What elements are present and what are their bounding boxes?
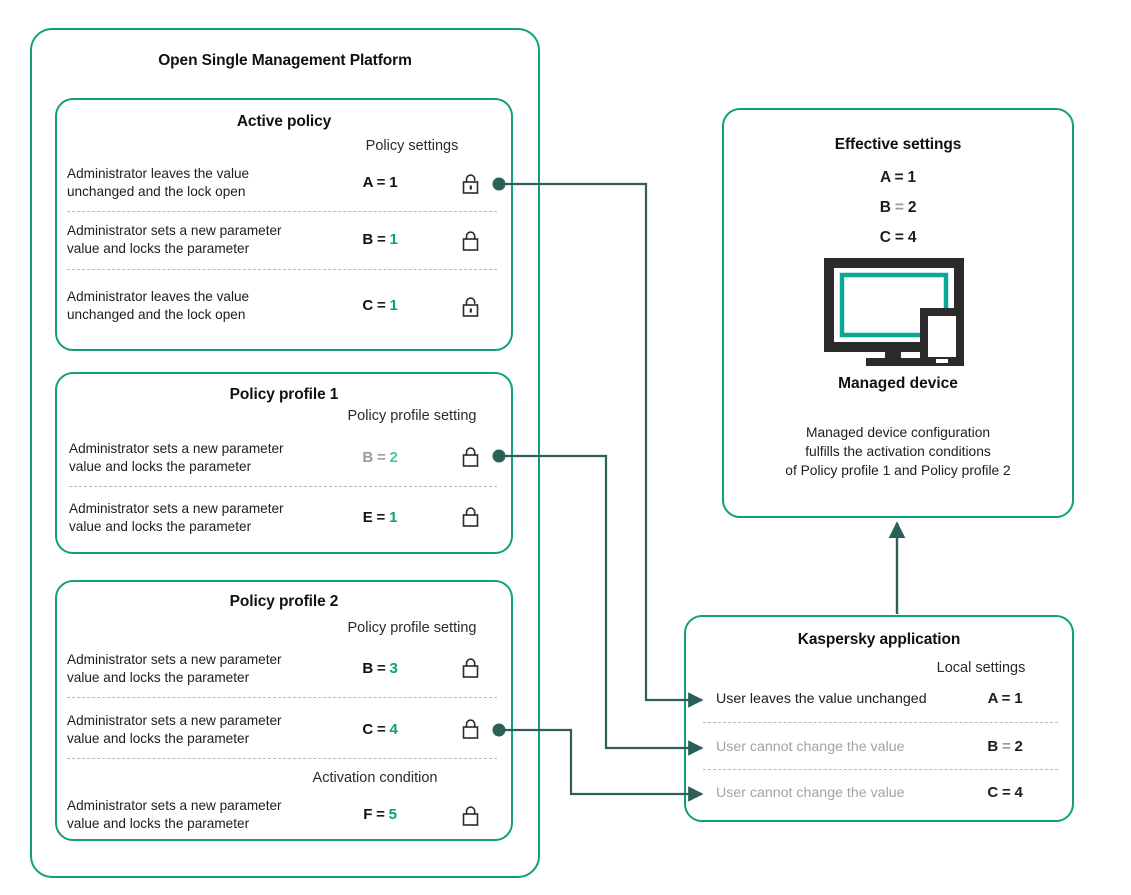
row-value-number: 3 (389, 660, 398, 677)
row-divider (69, 486, 497, 487)
lock-open-icon (461, 173, 481, 195)
row-divider (703, 722, 1058, 723)
row-value-number: 1 (389, 231, 398, 248)
row-value: C = 1 (362, 297, 398, 314)
row-divider (67, 211, 497, 212)
row-description: Administrator sets a new parameter value… (67, 223, 282, 256)
row-key: B (362, 231, 373, 248)
row-divider (67, 758, 497, 759)
row-value-number: 5 (388, 806, 397, 823)
effective-key: C (879, 229, 891, 246)
row-key: B (362, 449, 373, 466)
kaspersky-row-key: A (987, 690, 998, 707)
policy-profile-2-title: Policy profile 2 (229, 593, 339, 610)
row-value-number: 4 (389, 721, 398, 738)
kaspersky-row-value-number: 4 (1014, 784, 1023, 801)
effective-value-b: B = 2 (879, 199, 917, 216)
effective-value-a: A = 1 (880, 169, 917, 186)
row-description: Administrator sets a new parameter value… (69, 501, 284, 534)
kaspersky-application-title: Kaspersky application (797, 631, 961, 648)
kaspersky-row-description: User cannot change the value (716, 785, 905, 801)
row-description: Administrator sets a new parameter value… (69, 441, 284, 474)
row-value: B = 2 (362, 449, 398, 466)
kaspersky-row-description: User leaves the value unchanged (716, 691, 927, 707)
row-value: F = 5 (363, 806, 397, 823)
row-description: Administrator leaves the value unchanged… (67, 289, 250, 322)
row-value-number: 1 (389, 297, 398, 314)
row-value: B = 3 (362, 660, 398, 677)
policy-profile-1-title: Policy profile 1 (229, 386, 339, 403)
effective-value: 1 (907, 169, 917, 186)
row-key: C (362, 297, 373, 314)
row-key: E (362, 509, 373, 526)
row-value-number: 1 (389, 174, 398, 191)
effective-value-c: C = 4 (879, 229, 917, 246)
lock-open-icon (461, 296, 481, 318)
effective-value: 4 (907, 229, 917, 246)
policy-profile-2-activation-header: Activation condition (312, 770, 438, 786)
kaspersky-row-value: C = 4 (987, 784, 1023, 801)
kaspersky-row-value: A = 1 (987, 690, 1023, 707)
kaspersky-row-description: User cannot change the value (716, 739, 905, 755)
managed-device-icon (822, 256, 970, 366)
lock-closed-icon (461, 446, 481, 468)
lock-closed-icon (461, 805, 481, 827)
row-divider (67, 697, 497, 698)
row-key: A (362, 174, 373, 191)
row-description: Administrator leaves the value unchanged… (67, 166, 250, 199)
effective-settings-box: Effective settings A = 1 B = 2 C = 4 (722, 108, 1074, 518)
kaspersky-row-value-number: 1 (1014, 690, 1023, 707)
effective-value: 2 (907, 199, 917, 216)
platform-title: Open Single Management Platform (158, 52, 412, 69)
row-description: Administrator sets a new parameter value… (67, 713, 282, 746)
row-key: B (362, 660, 373, 677)
active-policy-column-header: Policy settings (365, 138, 459, 154)
effective-settings-caption: Managed device configuration fulfills th… (785, 425, 1011, 478)
lock-closed-icon (461, 657, 481, 679)
kaspersky-row-key: B (987, 738, 998, 755)
policy-profile-2-column-header: Policy profile setting (347, 620, 477, 636)
lock-closed-icon (461, 506, 481, 528)
row-value: A = 1 (362, 174, 398, 191)
row-value-number: 2 (389, 449, 398, 466)
lock-closed-icon (461, 230, 481, 252)
active-policy-title: Active policy (236, 113, 332, 130)
row-divider (67, 269, 497, 270)
lock-closed-icon (461, 718, 481, 740)
kaspersky-row-value: B = 2 (987, 738, 1023, 755)
policy-profile-1-column-header: Policy profile setting (347, 408, 477, 424)
kaspersky-column-header: Local settings (936, 660, 1026, 676)
row-value: C = 4 (362, 721, 398, 738)
kaspersky-row-key: C (987, 784, 998, 801)
managed-device-label: Managed device (838, 375, 958, 392)
row-description: Administrator sets a new parameter value… (67, 652, 282, 685)
effective-key: B (879, 199, 891, 216)
row-description: Administrator sets a new parameter value… (67, 798, 282, 831)
row-value-number: 1 (389, 509, 398, 526)
row-key: C (362, 721, 373, 738)
row-divider (703, 769, 1058, 770)
kaspersky-row-value-number: 2 (1014, 738, 1023, 755)
effective-key: A (880, 169, 891, 186)
row-key: F (363, 806, 373, 823)
row-value: B = 1 (362, 231, 398, 248)
row-value: E = 1 (362, 509, 398, 526)
effective-settings-title: Effective settings (834, 136, 962, 153)
